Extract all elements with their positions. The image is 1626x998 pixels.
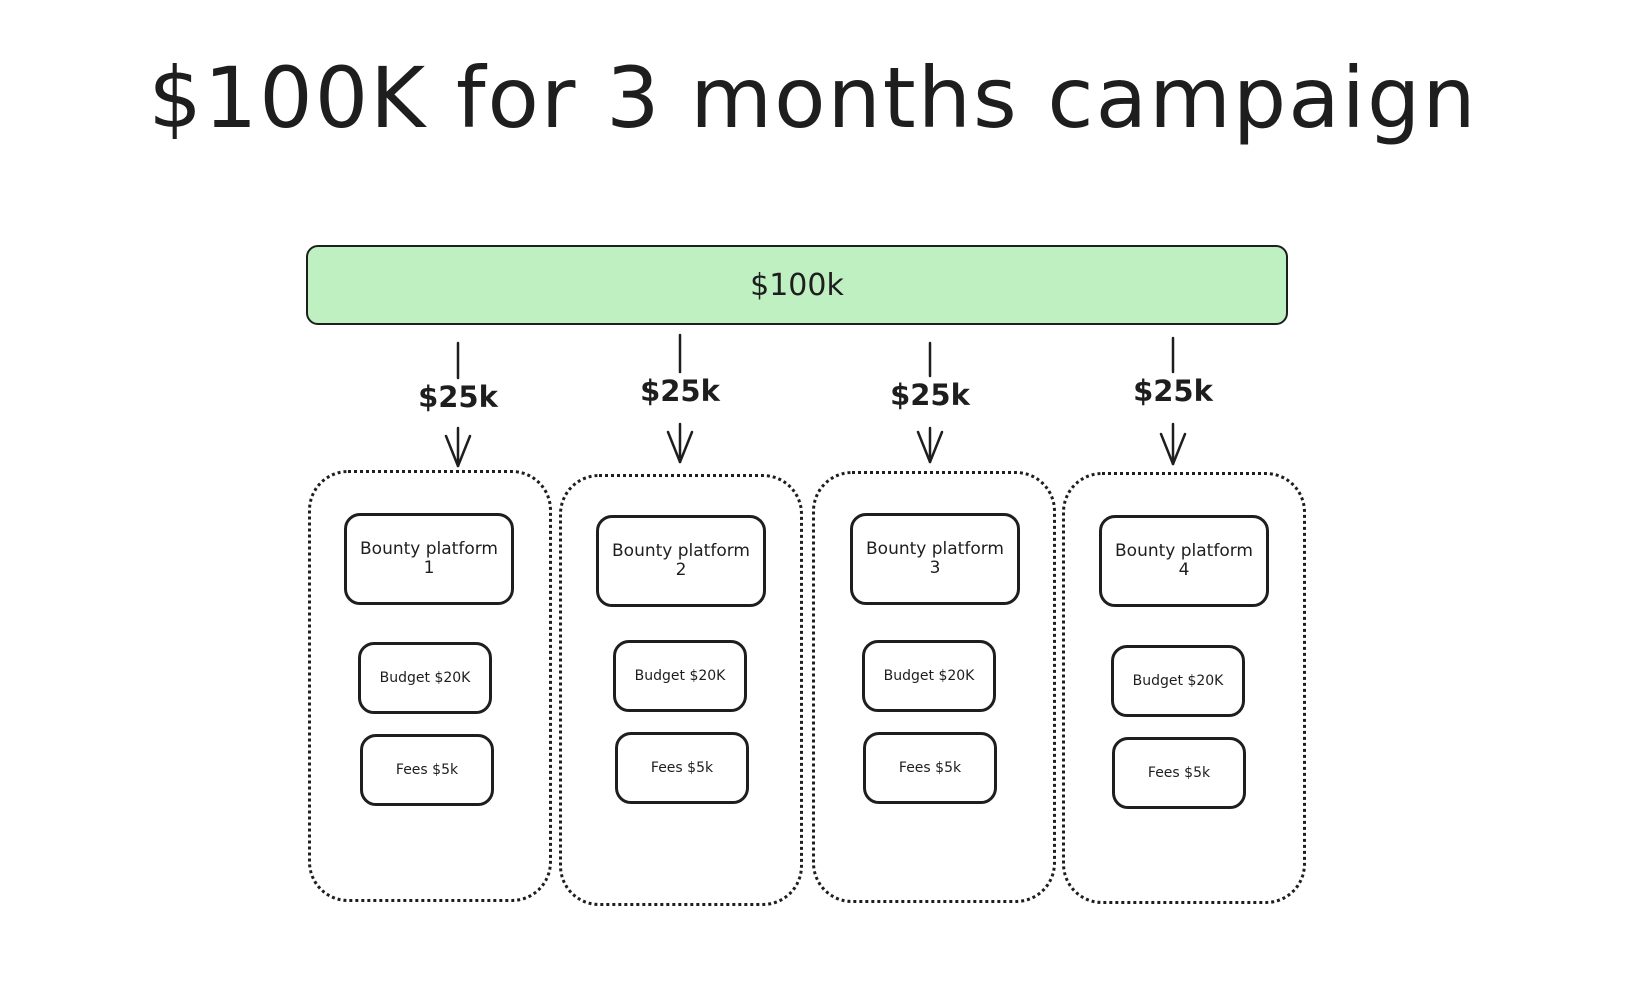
- fees-box-2[interactable]: Fees $5k: [615, 732, 749, 804]
- fees-label-1: Fees $5k: [395, 762, 459, 778]
- allocation-amount-3: $25k: [890, 378, 970, 412]
- budget-box-1[interactable]: Budget $20K: [358, 642, 492, 714]
- platform-label-3: Bounty platform 3: [866, 539, 1004, 578]
- fees-box-4[interactable]: Fees $5k: [1112, 737, 1246, 809]
- arrow-head-3: [916, 430, 944, 464]
- budget-box-2[interactable]: Budget $20K: [613, 640, 747, 712]
- platform-box-2[interactable]: Bounty platform 2: [596, 515, 766, 607]
- platform-label-2: Bounty platform 2: [612, 541, 750, 580]
- platform-box-3[interactable]: Bounty platform 3: [850, 513, 1020, 605]
- allocation-amount-2: $25k: [640, 374, 720, 408]
- budget-box-3[interactable]: Budget $20K: [862, 640, 996, 712]
- platform-box-4[interactable]: Bounty platform 4: [1099, 515, 1269, 607]
- budget-label-3: Budget $20K: [883, 668, 975, 684]
- fees-box-3[interactable]: Fees $5k: [863, 732, 997, 804]
- arrow-head-1: [444, 434, 472, 468]
- platform-group-2: [559, 474, 803, 906]
- fees-label-3: Fees $5k: [898, 760, 962, 776]
- fees-label-4: Fees $5k: [1147, 765, 1211, 781]
- allocation-amount-1: $25k: [418, 380, 498, 414]
- budget-label-1: Budget $20K: [379, 670, 471, 686]
- budget-box-4[interactable]: Budget $20K: [1111, 645, 1245, 717]
- budget-label-4: Budget $20K: [1132, 673, 1224, 689]
- fees-label-2: Fees $5k: [650, 760, 714, 776]
- platform-group-1: [308, 470, 552, 902]
- allocation-amount-4: $25k: [1133, 374, 1213, 408]
- arrow-head-4: [1159, 432, 1187, 466]
- platform-group-3: [812, 471, 1056, 903]
- platform-group-4: [1062, 472, 1306, 904]
- total-budget-box[interactable]: $100k: [306, 245, 1288, 325]
- budget-label-2: Budget $20K: [634, 668, 726, 684]
- platform-label-4: Bounty platform 4: [1115, 541, 1253, 580]
- platform-box-1[interactable]: Bounty platform 1: [344, 513, 514, 605]
- fees-box-1[interactable]: Fees $5k: [360, 734, 494, 806]
- diagram-title: $100K for 3 months campaign: [148, 49, 1478, 147]
- arrow-head-2: [666, 430, 694, 464]
- platform-label-1: Bounty platform 1: [360, 539, 498, 578]
- total-budget-label: $100k: [750, 267, 844, 303]
